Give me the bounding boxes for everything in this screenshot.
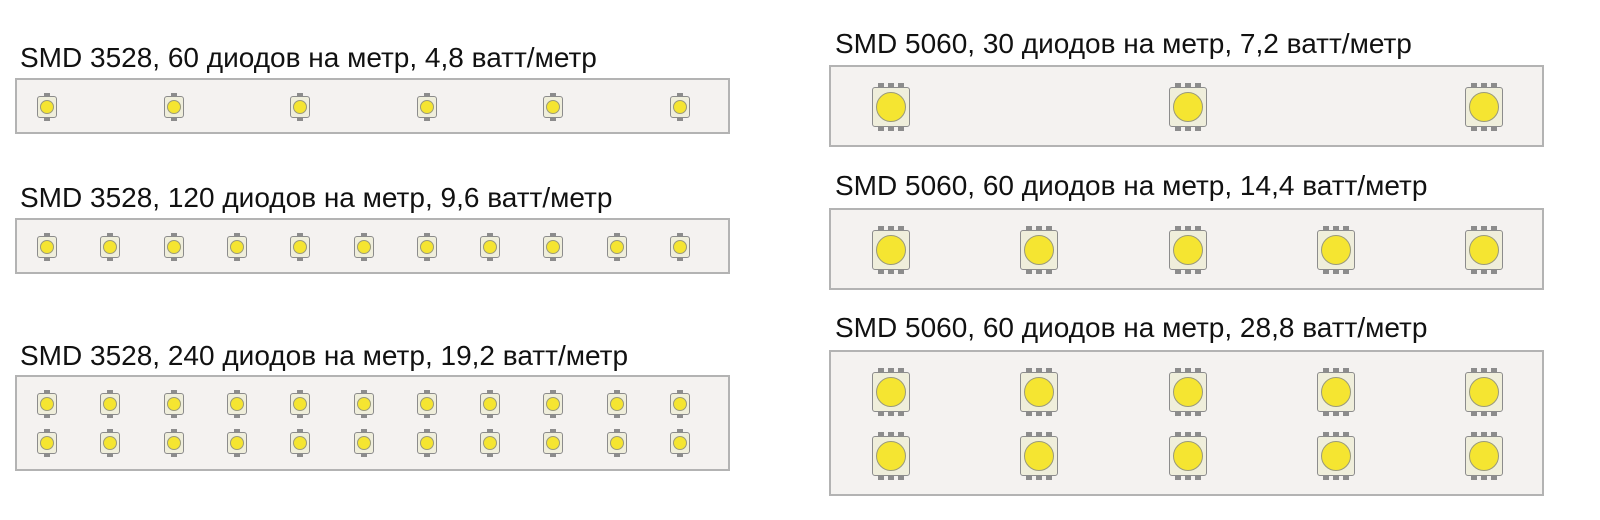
led-3528-icon [416,390,437,418]
led-3528-icon [416,93,437,121]
led-5060-icon [1316,226,1355,274]
led-3528-icon [100,390,121,418]
strip-label-3528-240: SMD 3528, 240 диодов на метр, 19,2 ватт/… [20,340,629,371]
strip-label-5060-30: SMD 5060, 30 диодов на метр, 7,2 ватт/ме… [835,28,1412,59]
led-3528-icon [606,429,627,457]
led-3528-icon [290,390,311,418]
led-3528-icon [606,390,627,418]
led-3528-icon [353,429,374,457]
led-3528-icon [37,390,57,418]
led-3528-icon [163,390,184,418]
led-3528-icon [543,390,564,418]
strip-label-5060-60: SMD 5060, 60 диодов на метр, 14,4 ватт/м… [835,170,1428,201]
led-5060-icon [1168,368,1207,416]
led-3528-icon [37,233,57,261]
led-3528-icon [606,233,627,261]
led-3528-icon [37,93,57,121]
led-3528-icon [37,429,57,457]
led-3528-icon [416,233,437,261]
strip-label-5060-120: SMD 5060, 60 диодов на метр, 28,8 ватт/м… [835,312,1428,343]
strip-label-3528-60: SMD 3528, 60 диодов на метр, 4,8 ватт/ме… [20,42,597,73]
led-strip-5060-60 [829,208,1544,290]
led-3528-icon [543,93,564,121]
led-5060-icon [1465,83,1503,131]
led-3528-icon [480,390,501,418]
led-3528-icon [543,429,564,457]
led-5060-icon [1020,432,1059,480]
led-strip-5060-30 [829,65,1544,147]
led-3528-icon [226,390,247,418]
led-5060-icon [1465,368,1503,416]
led-strip-3528-60 [15,78,730,134]
led-3528-icon [290,429,311,457]
led-3528-icon [670,390,690,418]
led-3528-icon [416,429,437,457]
led-5060-icon [1465,226,1503,274]
led-3528-icon [543,233,564,261]
led-3528-icon [163,93,184,121]
led-3528-icon [480,429,501,457]
led-3528-icon [100,233,121,261]
led-3528-icon [670,429,690,457]
led-5060-icon [1168,432,1207,480]
led-3528-icon [163,429,184,457]
led-3528-icon [670,233,690,261]
led-strip-3528-240 [15,375,730,471]
led-3528-icon [480,233,501,261]
led-5060-icon [1020,368,1059,416]
led-3528-icon [226,233,247,261]
strip-label-3528-120: SMD 3528, 120 диодов на метр, 9,6 ватт/м… [20,182,613,213]
led-5060-icon [1168,83,1207,131]
led-5060-icon [1020,226,1059,274]
led-3528-icon [290,233,311,261]
led-3528-icon [353,390,374,418]
led-5060-icon [1316,368,1355,416]
led-5060-icon [872,368,910,416]
led-5060-icon [872,226,910,274]
led-3528-icon [353,233,374,261]
led-3528-icon [100,429,121,457]
led-strip-5060-120 [829,350,1544,496]
led-3528-icon [226,429,247,457]
led-5060-icon [1316,432,1355,480]
led-3528-icon [670,93,690,121]
led-3528-icon [163,233,184,261]
led-5060-icon [872,432,910,480]
led-5060-icon [872,83,910,131]
led-strip-3528-120 [15,218,730,274]
led-5060-icon [1465,432,1503,480]
led-3528-icon [290,93,311,121]
led-5060-icon [1168,226,1207,274]
